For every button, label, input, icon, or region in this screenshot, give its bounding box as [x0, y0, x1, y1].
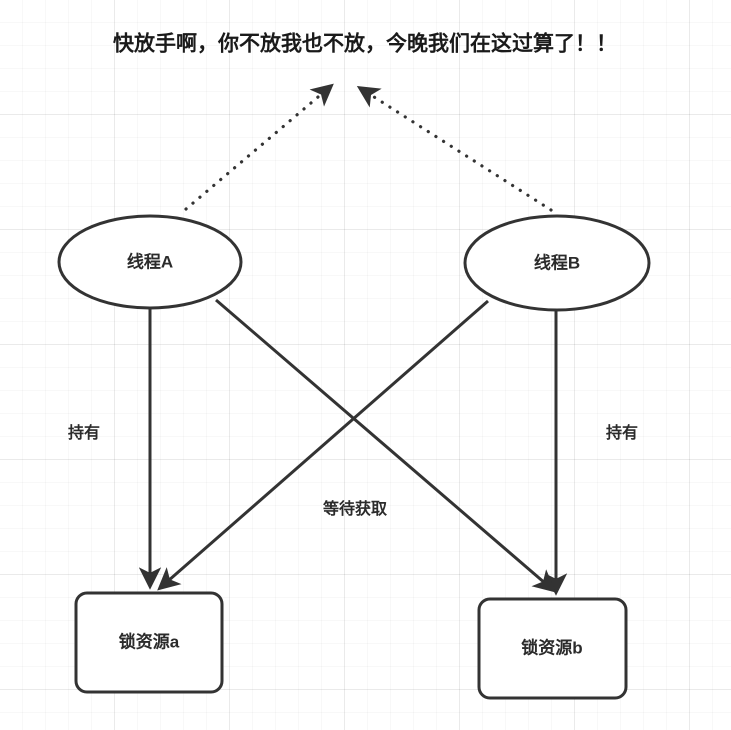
- edge-label-hold-a: 持有: [68, 423, 100, 442]
- edge-shout-b: [356, 85, 553, 212]
- node-lock-b-label: 锁资源b: [521, 637, 582, 657]
- node-lock-b[interactable]: [477, 597, 628, 700]
- edge-shout-a: [184, 83, 334, 211]
- edge-label-wait: 等待获取: [322, 499, 387, 518]
- diagram-title: 快放手啊，你不放我也不放，今晚我们在这过算了！！: [113, 32, 617, 56]
- node-lock-a[interactable]: [74, 591, 224, 694]
- node-thread-a-label: 线程A: [127, 251, 173, 271]
- node-thread-a[interactable]: [57, 214, 243, 310]
- edge-label-hold-b: 持有: [606, 423, 638, 442]
- node-thread-b[interactable]: [463, 214, 651, 312]
- edge-wait-b-to-lock-a: [157, 299, 489, 591]
- edge-wait-a-to-lock-b: [215, 298, 556, 593]
- node-thread-b-label: 线程B: [534, 252, 580, 272]
- node-lock-a-label: 锁资源a: [119, 631, 180, 651]
